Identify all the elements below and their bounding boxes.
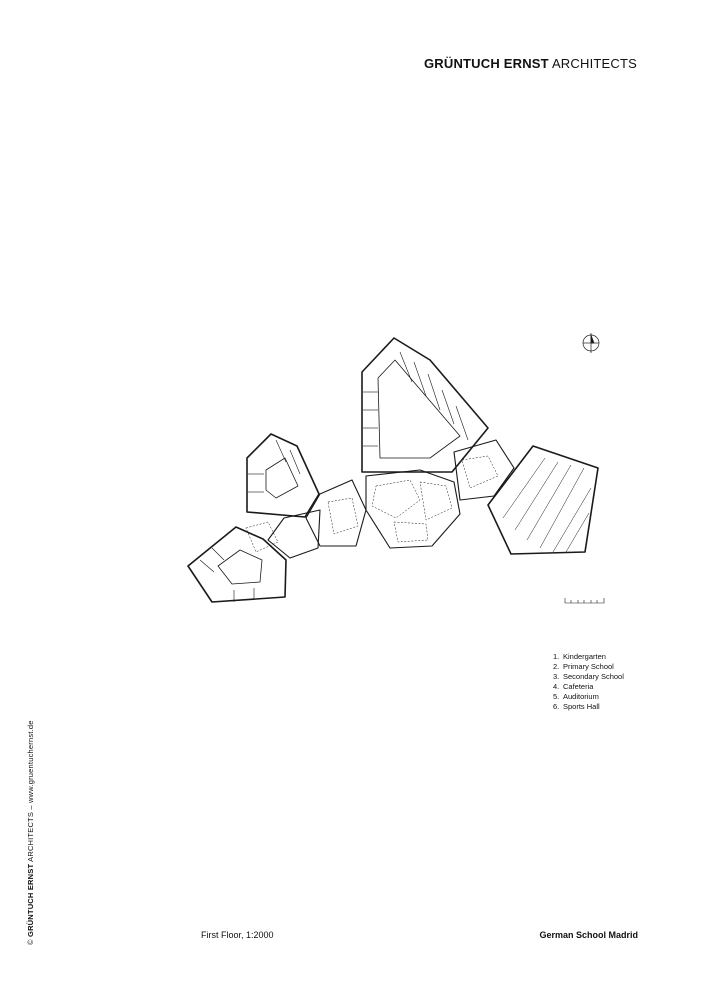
legend-item: 6.Sports Hall xyxy=(553,702,600,711)
side-firm-bold: GRÜNTUCH ERNST xyxy=(26,863,35,937)
copyright-symbol: © xyxy=(26,939,35,945)
drawing-caption: First Floor, 1:2000 xyxy=(201,930,274,940)
legend-item: 5.Auditorium xyxy=(553,692,599,701)
legend-list: 1.Kindergarten 2.Primary School 3.Second… xyxy=(553,652,624,712)
legend-item: 1.Kindergarten xyxy=(553,652,606,661)
project-title: German School Madrid xyxy=(539,930,638,940)
legend-item: 4.Cafeteria xyxy=(553,682,594,691)
side-credit: © GRÜNTUCH ERNST ARCHITECTS – www.gruent… xyxy=(26,720,35,945)
firm-name-bold: GRÜNTUCH ERNST xyxy=(423,56,549,71)
firm-name-regular: ARCHITECTS xyxy=(551,56,637,71)
side-separator: – xyxy=(26,805,35,810)
north-arrow-icon xyxy=(582,333,600,353)
legend-item: 2.Primary School xyxy=(553,662,614,671)
legend-item: 3.Secondary School xyxy=(553,672,624,681)
side-firm-regular: ARCHITECTS xyxy=(26,811,35,862)
website-link[interactable]: www.gruentuchernst.de xyxy=(26,720,35,803)
firm-header: GRÜNTUCH ERNST ARCHITECTS xyxy=(424,56,637,71)
building-outline xyxy=(187,337,599,603)
scale-bar-icon xyxy=(564,598,605,604)
